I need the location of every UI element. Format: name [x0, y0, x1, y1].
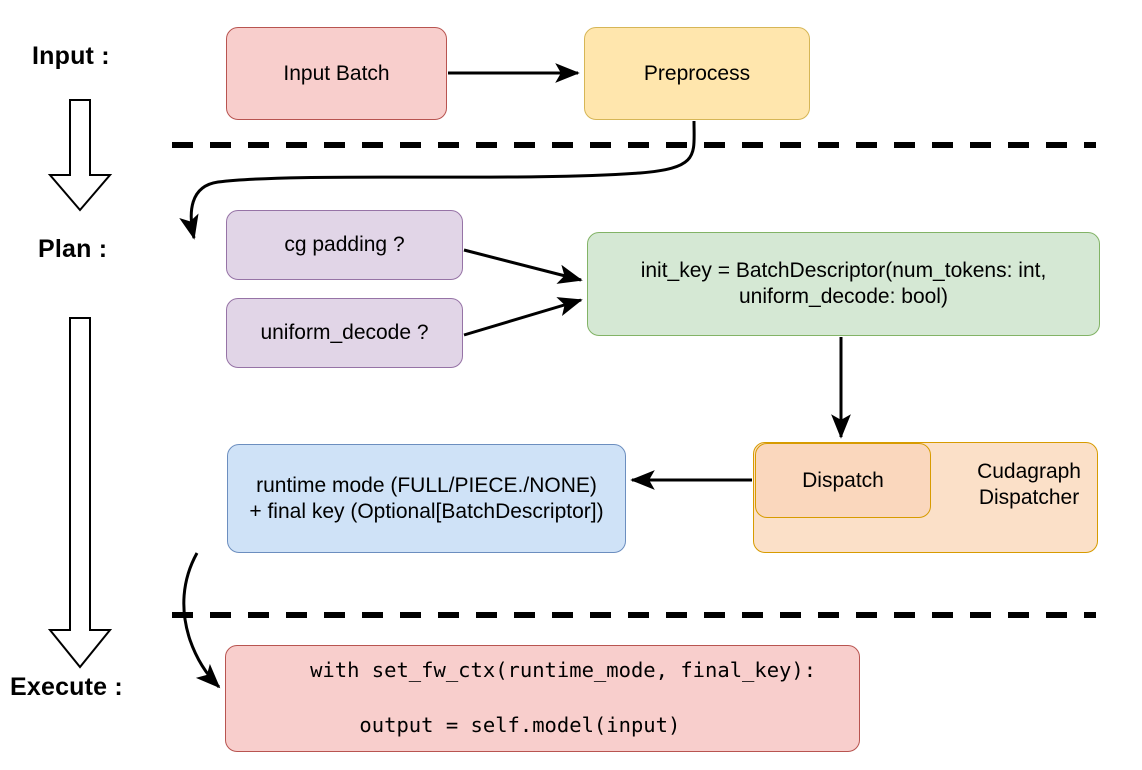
node-init-key[interactable]: init_key = BatchDescriptor(num_tokens: i…: [587, 232, 1100, 336]
node-execute-code-line2: output = self.model(input): [310, 713, 681, 738]
node-init-key-line2: uniform_decode: bool): [739, 285, 948, 308]
node-uniform-decode-label: uniform_decode ?: [260, 321, 429, 345]
node-runtime-mode[interactable]: runtime mode (FULL/PIECE./NONE) + final …: [227, 444, 626, 553]
node-runtime-mode-line1: runtime mode (FULL/PIECE./NONE): [256, 473, 597, 497]
node-preprocess[interactable]: Preprocess: [584, 27, 810, 120]
big-arrow-plan-to-execute: [47, 317, 113, 669]
node-cudagraph-dispatcher-label: Cudagraph Dispatcher: [969, 443, 1097, 510]
node-cg-padding[interactable]: cg padding ?: [226, 210, 463, 280]
node-cg-padding-label: cg padding ?: [284, 233, 405, 257]
node-cudagraph-dispatcher-line2: Dispatcher: [978, 485, 1080, 509]
node-preprocess-label: Preprocess: [643, 61, 751, 85]
node-init-key-line1: init_key = BatchDescriptor(num_tokens: i…: [640, 259, 1047, 283]
node-input-batch[interactable]: Input Batch: [226, 27, 447, 120]
stage-label-execute: Execute :: [10, 673, 123, 701]
node-input-batch-label: Input Batch: [283, 61, 390, 85]
node-runtime-mode-line2: + final key (Optional[BatchDescriptor]): [249, 499, 604, 523]
node-dispatch-label: Dispatch: [802, 468, 884, 492]
edge-runtime-mode-to-code: [182, 552, 221, 689]
node-cudagraph-dispatcher-line1: Cudagraph: [977, 460, 1081, 483]
node-runtime-mode-label: runtime mode (FULL/PIECE./NONE) + final …: [241, 473, 611, 524]
node-init-key-label: init_key = BatchDescriptor(num_tokens: i…: [633, 258, 1055, 309]
stage-label-plan: Plan :: [38, 235, 108, 263]
node-uniform-decode[interactable]: uniform_decode ?: [226, 298, 463, 368]
node-execute-code[interactable]: with set_fw_ctx(runtime_mode, final_key)…: [225, 645, 860, 752]
node-execute-code-line1: with set_fw_ctx(runtime_mode, final_key)…: [310, 658, 817, 682]
edge-cg-padding-to-init-key: [463, 248, 583, 284]
edge-uniform-decode-to-init-key: [463, 297, 583, 337]
node-dispatch[interactable]: Dispatch: [755, 443, 931, 518]
big-arrow-input-to-plan: [47, 99, 113, 212]
node-execute-code-label: with set_fw_ctx(runtime_mode, final_key)…: [226, 629, 824, 767]
stage-label-input: Input :: [32, 42, 110, 70]
